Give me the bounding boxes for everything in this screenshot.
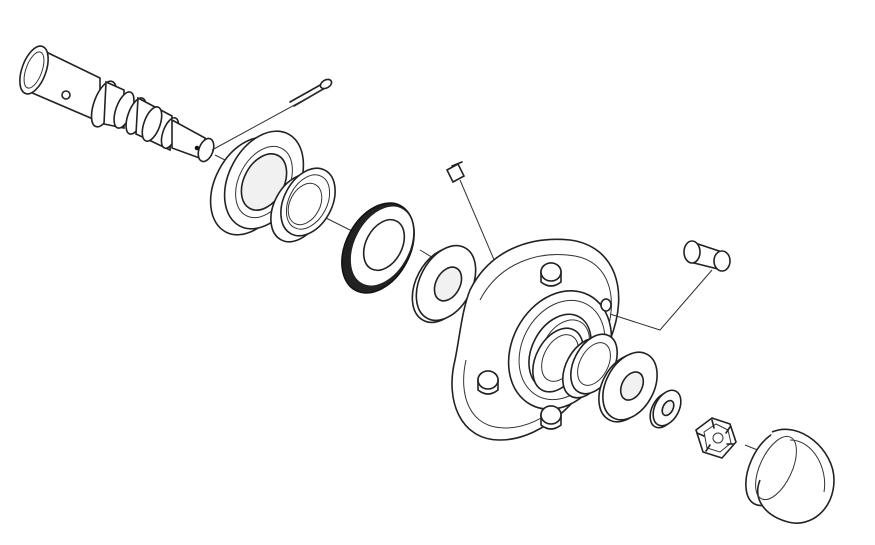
outer-bearing-cone-icon — [562, 333, 618, 399]
wheel-stud-icon — [477, 262, 562, 430]
spindle-icon — [19, 45, 215, 163]
castle-nut-icon — [695, 417, 737, 459]
grease-seal-icon — [341, 202, 415, 294]
cotter-pin-icon — [211, 78, 333, 151]
dust-cap-icon — [745, 428, 835, 524]
inner-bearing-cone-icon — [270, 167, 336, 243]
grease-fitting-icon — [445, 161, 496, 263]
thrust-washer-icon — [598, 351, 658, 423]
loose-wheel-stud-icon — [609, 240, 731, 331]
spindle-washer-icon — [649, 389, 682, 429]
inner-washer-icon — [411, 244, 477, 324]
